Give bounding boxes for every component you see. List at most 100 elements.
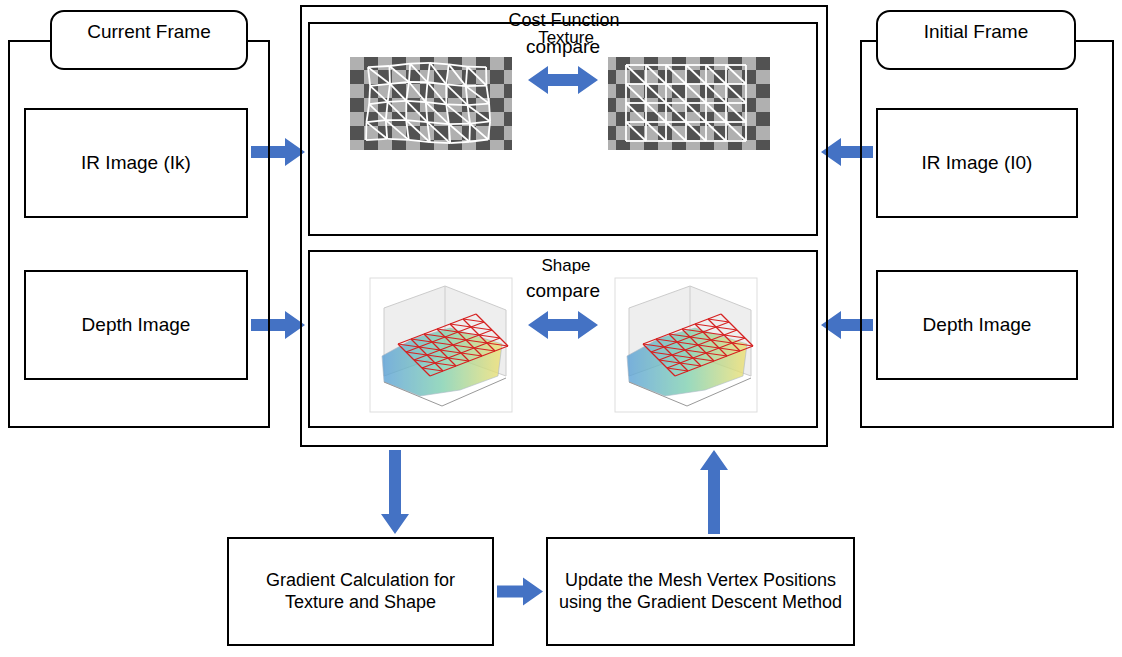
mesh-edge <box>449 124 470 142</box>
mesh-edge <box>686 102 706 104</box>
mesh-edge <box>409 81 427 83</box>
mesh-edge <box>695 319 708 324</box>
mesh-edge <box>645 65 647 84</box>
mesh-edge <box>467 66 486 68</box>
mesh-edge <box>398 344 419 347</box>
mesh-edge <box>432 337 445 342</box>
mesh-edge <box>698 340 711 345</box>
mesh-edge <box>701 361 714 366</box>
mesh-edge <box>471 327 492 330</box>
mesh-edge <box>386 120 409 140</box>
mesh-edge <box>405 101 407 120</box>
mesh-edge <box>406 82 409 101</box>
mesh-edge <box>686 83 706 85</box>
mesh-edge <box>686 64 706 66</box>
mesh-edge <box>389 64 410 66</box>
depth-surface <box>382 328 502 396</box>
mesh-edge <box>706 103 726 122</box>
mesh-edge <box>685 350 706 353</box>
mesh-edge <box>693 358 714 361</box>
compare-label: compare <box>520 280 606 302</box>
mesh-edge <box>688 366 701 371</box>
mesh-edge <box>651 352 672 355</box>
mesh-edge <box>453 340 466 345</box>
mesh-edge <box>427 350 440 355</box>
mesh-edge <box>711 340 732 343</box>
mesh-edge <box>726 140 746 142</box>
cost-function-box: Cost FunctionTextureShape <box>300 5 828 447</box>
box-label: IR Image (Ik) <box>81 152 191 175</box>
flow-arrow <box>821 311 873 339</box>
mesh-edge <box>409 64 410 82</box>
mesh-edge <box>458 327 471 332</box>
frame-title: Current Frame <box>52 21 246 44</box>
mesh-edge <box>390 84 406 101</box>
mesh-edge <box>430 63 449 64</box>
mesh-edge <box>667 363 680 368</box>
mesh-edge <box>368 67 370 86</box>
mesh-edge <box>625 122 627 141</box>
mesh-edge <box>366 122 387 139</box>
mesh-edge <box>445 337 466 340</box>
mesh-edge <box>446 84 467 105</box>
mesh-edge <box>706 348 719 353</box>
frame-tab: Initial Frame <box>876 10 1076 70</box>
input-box: Depth Image <box>24 270 248 380</box>
mesh-edge <box>740 346 753 351</box>
mesh-edge <box>466 67 467 87</box>
mesh-edge <box>366 104 369 122</box>
mesh-edge <box>474 348 495 351</box>
mesh-edge <box>651 347 664 352</box>
compare-label: compare <box>520 36 606 58</box>
mesh-edge <box>458 332 479 335</box>
mesh-edge <box>666 140 686 142</box>
mesh-edge <box>469 356 482 361</box>
mesh-edge <box>427 63 429 82</box>
mesh-edge <box>726 103 746 122</box>
mesh-edge <box>406 101 425 102</box>
mesh-edge <box>424 329 437 334</box>
mesh-edge <box>693 353 706 358</box>
mesh-edge <box>368 86 371 104</box>
mesh-edge <box>685 122 687 141</box>
frame-tab: Current Frame <box>50 10 248 70</box>
compare-arrow <box>528 66 598 94</box>
mesh-edge <box>664 342 677 347</box>
mesh-edge <box>667 368 688 371</box>
mesh-edge <box>448 353 461 358</box>
mesh-edge <box>706 121 726 123</box>
plot-axis <box>687 378 751 406</box>
plot-frame <box>615 278 757 412</box>
mesh-edge <box>450 324 471 327</box>
mesh-edge <box>625 65 627 84</box>
mesh-edge <box>427 82 446 84</box>
mesh-edge <box>645 103 647 122</box>
mesh-edge <box>466 86 489 103</box>
flow-arrow <box>251 311 305 339</box>
mesh-edge <box>725 103 727 122</box>
mesh-edge <box>626 65 646 84</box>
mesh-edge <box>646 140 666 142</box>
mesh-edge <box>726 65 746 84</box>
mesh-edge <box>626 83 646 85</box>
mesh-edge <box>705 103 707 122</box>
mesh-edge <box>446 103 467 106</box>
mesh-edge <box>435 363 456 366</box>
mesh-edge <box>487 343 508 346</box>
mesh-edge <box>453 345 474 348</box>
mesh-edge <box>665 84 667 103</box>
mesh-edge <box>711 335 724 340</box>
frame-panel: Initial FrameIR Image (I0)Depth Image <box>860 40 1114 428</box>
mesh-edge <box>686 140 706 142</box>
mesh-edge <box>686 122 706 141</box>
mesh-edge <box>463 314 476 319</box>
mesh-edge <box>427 122 449 124</box>
plot-axis <box>384 382 442 406</box>
mesh-edge <box>463 319 484 322</box>
ir-image <box>608 57 770 150</box>
mesh-edge <box>426 82 428 102</box>
mesh-edge <box>445 332 458 337</box>
mesh-edge <box>430 63 446 85</box>
mesh-edge <box>370 86 388 102</box>
mesh-edge <box>666 83 686 85</box>
